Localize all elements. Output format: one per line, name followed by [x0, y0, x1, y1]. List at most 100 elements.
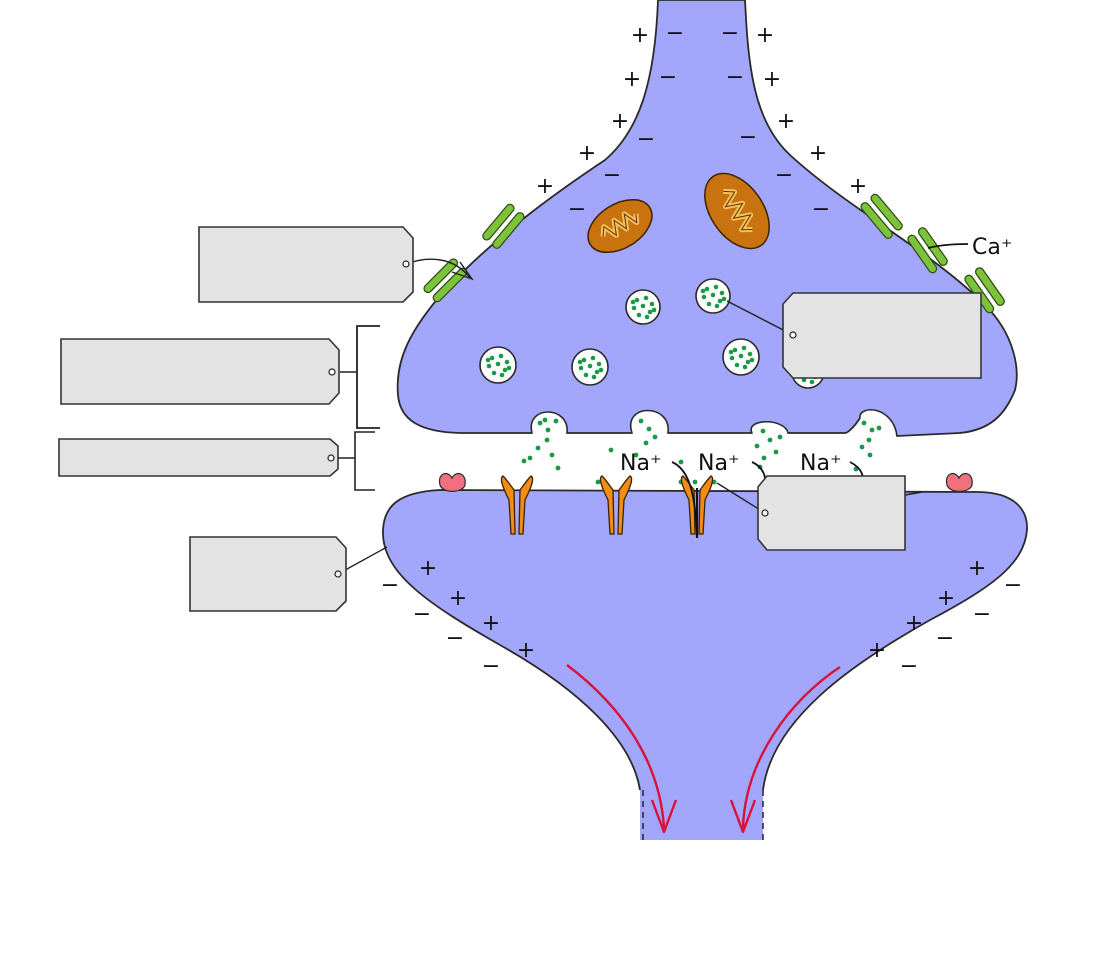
positive-charge: + — [905, 611, 923, 636]
neurotransmitter-molecule — [638, 418, 644, 424]
svg-text:Ca⁺: Ca⁺ — [972, 235, 1012, 260]
neurotransmitter-molecule — [767, 437, 773, 443]
positive-charge: + — [849, 174, 867, 199]
sodium-ion-label: Na⁺ — [620, 451, 662, 476]
neurotransmitter-molecule — [542, 417, 548, 423]
negative-charge: − — [413, 602, 431, 627]
negative-charge: − — [721, 21, 739, 46]
negative-charge: − — [812, 197, 830, 222]
label-tag[interactable] — [757, 475, 906, 551]
bracket-presynaptic-knob — [356, 325, 380, 429]
negative-charge: − — [1004, 573, 1022, 598]
label-tag[interactable] — [58, 438, 339, 477]
neurotransmitter-molecule — [869, 427, 875, 433]
positive-charge: + — [868, 638, 886, 663]
negative-charge: − — [936, 626, 954, 651]
negative-charge: − — [637, 127, 655, 152]
neurotransmitter-molecule — [761, 455, 767, 461]
positive-charge: + — [517, 638, 535, 663]
neurotransmitter-molecule — [608, 447, 614, 453]
negative-charge: − — [900, 654, 918, 679]
calcium-ion-channels — [423, 193, 1005, 314]
negative-charge: − — [973, 602, 991, 627]
positive-charge: + — [419, 556, 437, 581]
neurotransmitter-molecule — [866, 437, 872, 443]
calcium-channel — [482, 203, 525, 249]
negative-charge: − — [568, 197, 586, 222]
negative-charge: − — [775, 163, 793, 188]
calcium-channel — [423, 258, 468, 303]
negative-charge: − — [726, 65, 744, 90]
neurotransmitter-molecule — [544, 437, 550, 443]
neurotransmitter-molecule — [861, 420, 867, 426]
impulse-arrow-right — [729, 665, 841, 834]
bracket-synaptic-cleft — [354, 431, 375, 491]
positive-charge: + — [809, 141, 827, 166]
neurotransmitter-molecule — [652, 434, 658, 440]
neurotransmitter-molecule — [643, 440, 649, 446]
positive-charge: + — [631, 23, 649, 48]
negative-charge: − — [381, 573, 399, 598]
positive-charge: + — [937, 586, 955, 611]
postsynaptic-membrane — [382, 489, 1028, 791]
neurotransmitter-molecule — [549, 452, 555, 458]
positive-charge: + — [449, 586, 467, 611]
calcium-channel — [860, 193, 903, 239]
neurotransmitter-molecule — [527, 455, 533, 461]
neurotransmitter-molecule — [646, 426, 652, 432]
membrane-charges: +−−++−−++−−++−−++−−++−+−+−+−+−+−+−+− — [381, 21, 1022, 679]
neurotransmitter-molecule — [537, 420, 543, 426]
negative-charge: − — [482, 654, 500, 679]
neurotransmitter-molecule — [867, 452, 873, 458]
positive-charge: + — [482, 611, 500, 636]
leader-line — [726, 300, 794, 336]
positive-charge: + — [611, 109, 629, 134]
neurotransmitter-molecule — [595, 479, 601, 485]
neurotransmitter-molecule — [678, 459, 684, 465]
neurotransmitter-molecule — [633, 452, 639, 458]
negative-charge: − — [666, 21, 684, 46]
mitochondrion — [587, 198, 653, 254]
positive-charge: + — [578, 141, 596, 166]
neurotransmitter-molecule — [535, 445, 541, 451]
neurotransmitter-molecule — [859, 444, 865, 450]
neurotransmitter-molecule — [760, 428, 766, 434]
neurotransmitter-molecule — [754, 443, 760, 449]
negative-charge: − — [659, 65, 677, 90]
label-tag[interactable] — [782, 292, 982, 379]
label-tag[interactable] — [198, 226, 414, 303]
negative-charge: − — [739, 125, 757, 150]
vesicle — [722, 338, 760, 376]
negative-charge: − — [446, 626, 464, 651]
neurotransmitter-molecule — [876, 425, 882, 431]
receptor — [500, 475, 534, 535]
calcium-channel — [964, 267, 1005, 314]
sodium-ion-label: Na⁺ — [800, 451, 842, 476]
vesicle — [571, 348, 609, 386]
enzyme — [945, 472, 973, 492]
positive-charge: + — [777, 109, 795, 134]
postsynaptic-neuron — [382, 490, 1028, 840]
vesicle — [625, 289, 661, 325]
impulse-arrow-left — [566, 664, 678, 834]
neurotransmitter-molecule — [555, 465, 561, 471]
leader-line — [716, 482, 766, 514]
exocytosis-vesicles — [530, 409, 898, 437]
label-tag[interactable] — [189, 536, 347, 612]
positive-charge: + — [968, 556, 986, 581]
positive-charge: + — [763, 67, 781, 92]
mitochondrion — [704, 172, 770, 250]
neurotransmitter-molecule — [553, 418, 559, 424]
positive-charge: + — [536, 174, 554, 199]
neurotransmitter-molecule — [777, 434, 783, 440]
neurotransmitter-molecule — [773, 449, 779, 455]
vesicle — [479, 346, 517, 384]
enzyme — [438, 472, 466, 492]
label-tag[interactable] — [60, 338, 340, 405]
neurotransmitter-molecule — [692, 479, 698, 485]
neurotransmitter-molecule — [545, 427, 551, 433]
negative-charge: − — [603, 163, 621, 188]
positive-charge: + — [623, 67, 641, 92]
neurotransmitter-molecule — [521, 458, 527, 464]
